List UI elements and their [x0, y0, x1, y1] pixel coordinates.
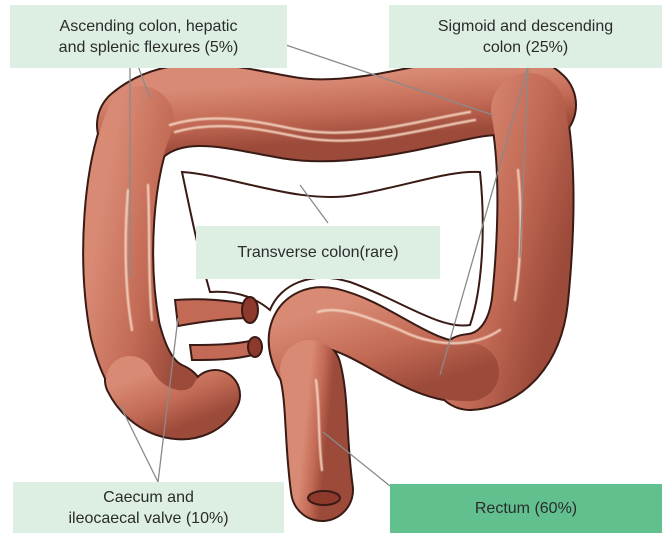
label-rectum: Rectum (60%)	[390, 484, 662, 533]
label-transverse-colon: Transverse colon(rare)	[196, 226, 440, 279]
label-rectum-text: Rectum (60%)	[475, 498, 577, 519]
label-ascending-line2: and splenic flexures (5%)	[59, 37, 239, 58]
label-caecum-line2: ileocaecal valve (10%)	[68, 508, 228, 529]
label-ascending-line1: Ascending colon, hepatic	[60, 16, 238, 37]
rectum-end	[308, 491, 340, 505]
label-caecum-line1: Caecum and	[103, 487, 194, 508]
label-sigmoid-line2: colon (25%)	[483, 37, 568, 58]
label-sigmoid-descending: Sigmoid and descending colon (25%)	[389, 5, 662, 68]
label-caecum: Caecum and ileocaecal valve (10%)	[13, 482, 284, 533]
label-transverse-text: Transverse colon(rare)	[237, 242, 398, 263]
label-sigmoid-line1: Sigmoid and descending	[438, 16, 613, 37]
label-ascending-colon: Ascending colon, hepatic and splenic fle…	[10, 5, 287, 68]
ileum-stumps	[175, 297, 262, 360]
